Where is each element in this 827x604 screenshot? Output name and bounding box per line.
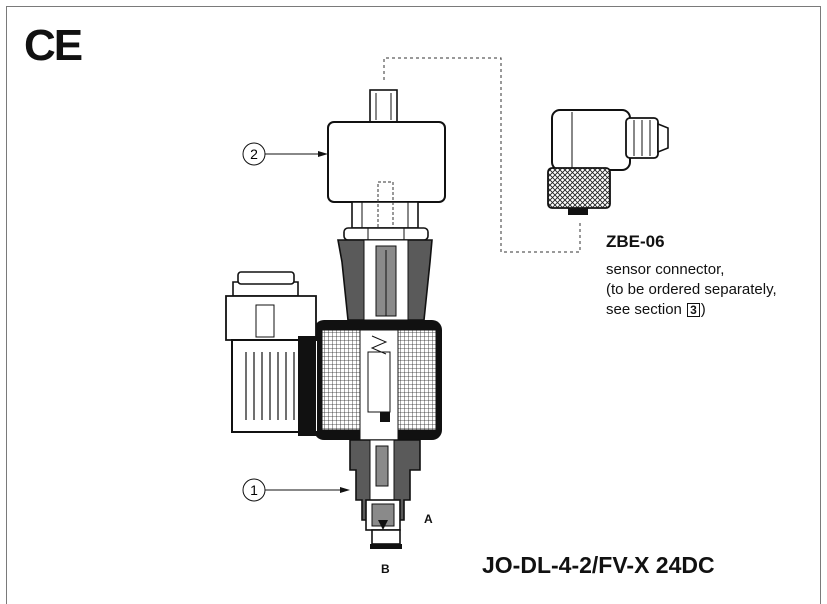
solenoid-coil xyxy=(314,320,442,441)
callout-1-number: 1 xyxy=(250,482,258,498)
valve-cartridge-lower xyxy=(349,439,421,549)
callout-2: 2 xyxy=(242,142,328,166)
port-b-label: B xyxy=(381,562,390,576)
ce-mark: CE xyxy=(24,21,83,70)
section-number-box: 3 xyxy=(687,303,700,317)
signal-dashed-line xyxy=(383,57,581,253)
connector-code: ZBE-06 xyxy=(606,232,665,251)
section-prefix: see section xyxy=(606,301,682,318)
model-code: JO-DL-4-2/FV-X 24DC xyxy=(482,552,715,578)
callout-2-number: 2 xyxy=(250,146,258,162)
connector-desc-line-2: (to be ordered separately, xyxy=(606,281,777,298)
connector-desc-line-3: see section 3) xyxy=(606,300,777,320)
valve-body-upper xyxy=(337,239,433,321)
connector-desc-line-1: sensor connector, xyxy=(606,261,725,278)
section-suffix: ) xyxy=(700,301,706,318)
position-sensor xyxy=(327,89,446,243)
callout-1: 1 xyxy=(242,478,350,502)
drawing-frame xyxy=(6,6,821,604)
connector-description: sensor connector, (to be ordered separat… xyxy=(606,260,777,320)
port-a-label: A xyxy=(424,512,433,526)
zbe-06-connector-illustration xyxy=(547,109,669,215)
coil-plug-connector xyxy=(225,271,319,436)
